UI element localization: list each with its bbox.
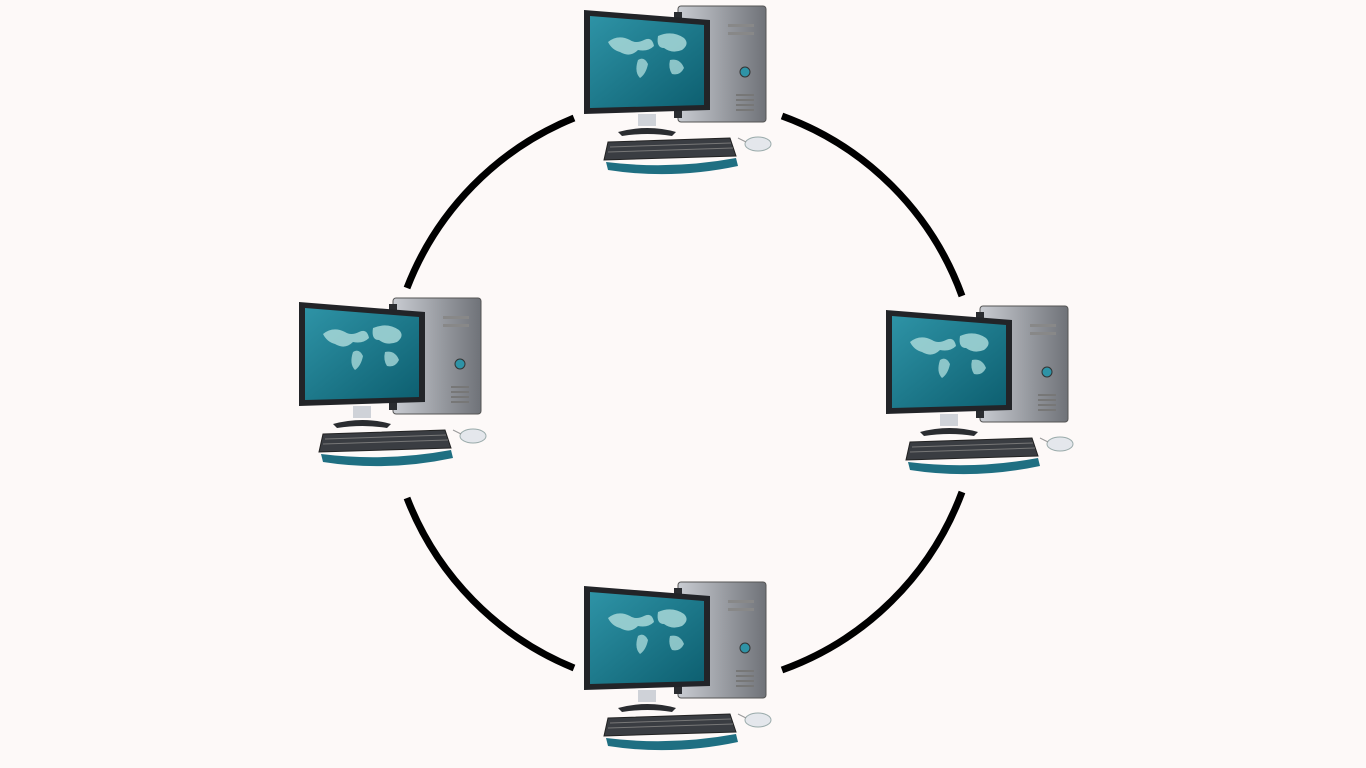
desktop-computer-icon xyxy=(299,297,487,467)
computer-node-bottom xyxy=(578,578,778,758)
desktop-computer-icon xyxy=(584,581,772,751)
desktop-computer-icon xyxy=(886,305,1074,475)
computer-node-top xyxy=(578,2,778,182)
link-right-bottom xyxy=(780,490,966,674)
link-left-top xyxy=(403,114,576,290)
desktop-computer-icon xyxy=(584,5,772,175)
computer-node-right xyxy=(880,302,1080,482)
link-bottom-left xyxy=(403,496,576,672)
link-top-right xyxy=(780,112,966,298)
computer-node-left xyxy=(293,294,493,474)
